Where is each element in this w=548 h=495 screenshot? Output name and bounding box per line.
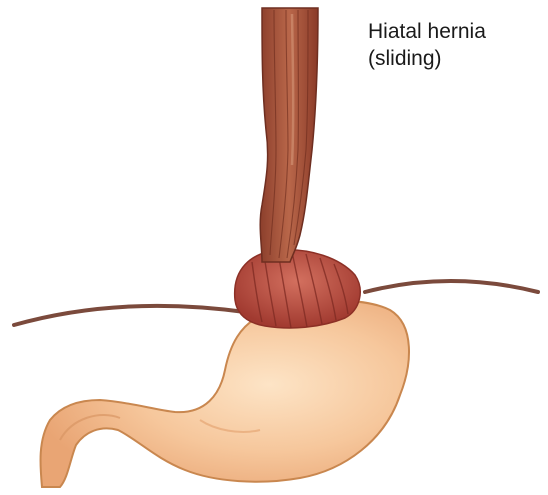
diaphragm-left xyxy=(14,306,245,325)
diaphragm-right xyxy=(365,281,538,292)
hernia-sac xyxy=(235,250,361,328)
esophagus-highlight xyxy=(292,14,293,165)
title-line-2: (sliding) xyxy=(368,45,486,72)
title-line-1: Hiatal hernia xyxy=(368,18,486,45)
stomach xyxy=(40,301,409,487)
esophagus xyxy=(260,8,318,262)
diagram-title: Hiatal hernia (sliding) xyxy=(368,18,486,72)
